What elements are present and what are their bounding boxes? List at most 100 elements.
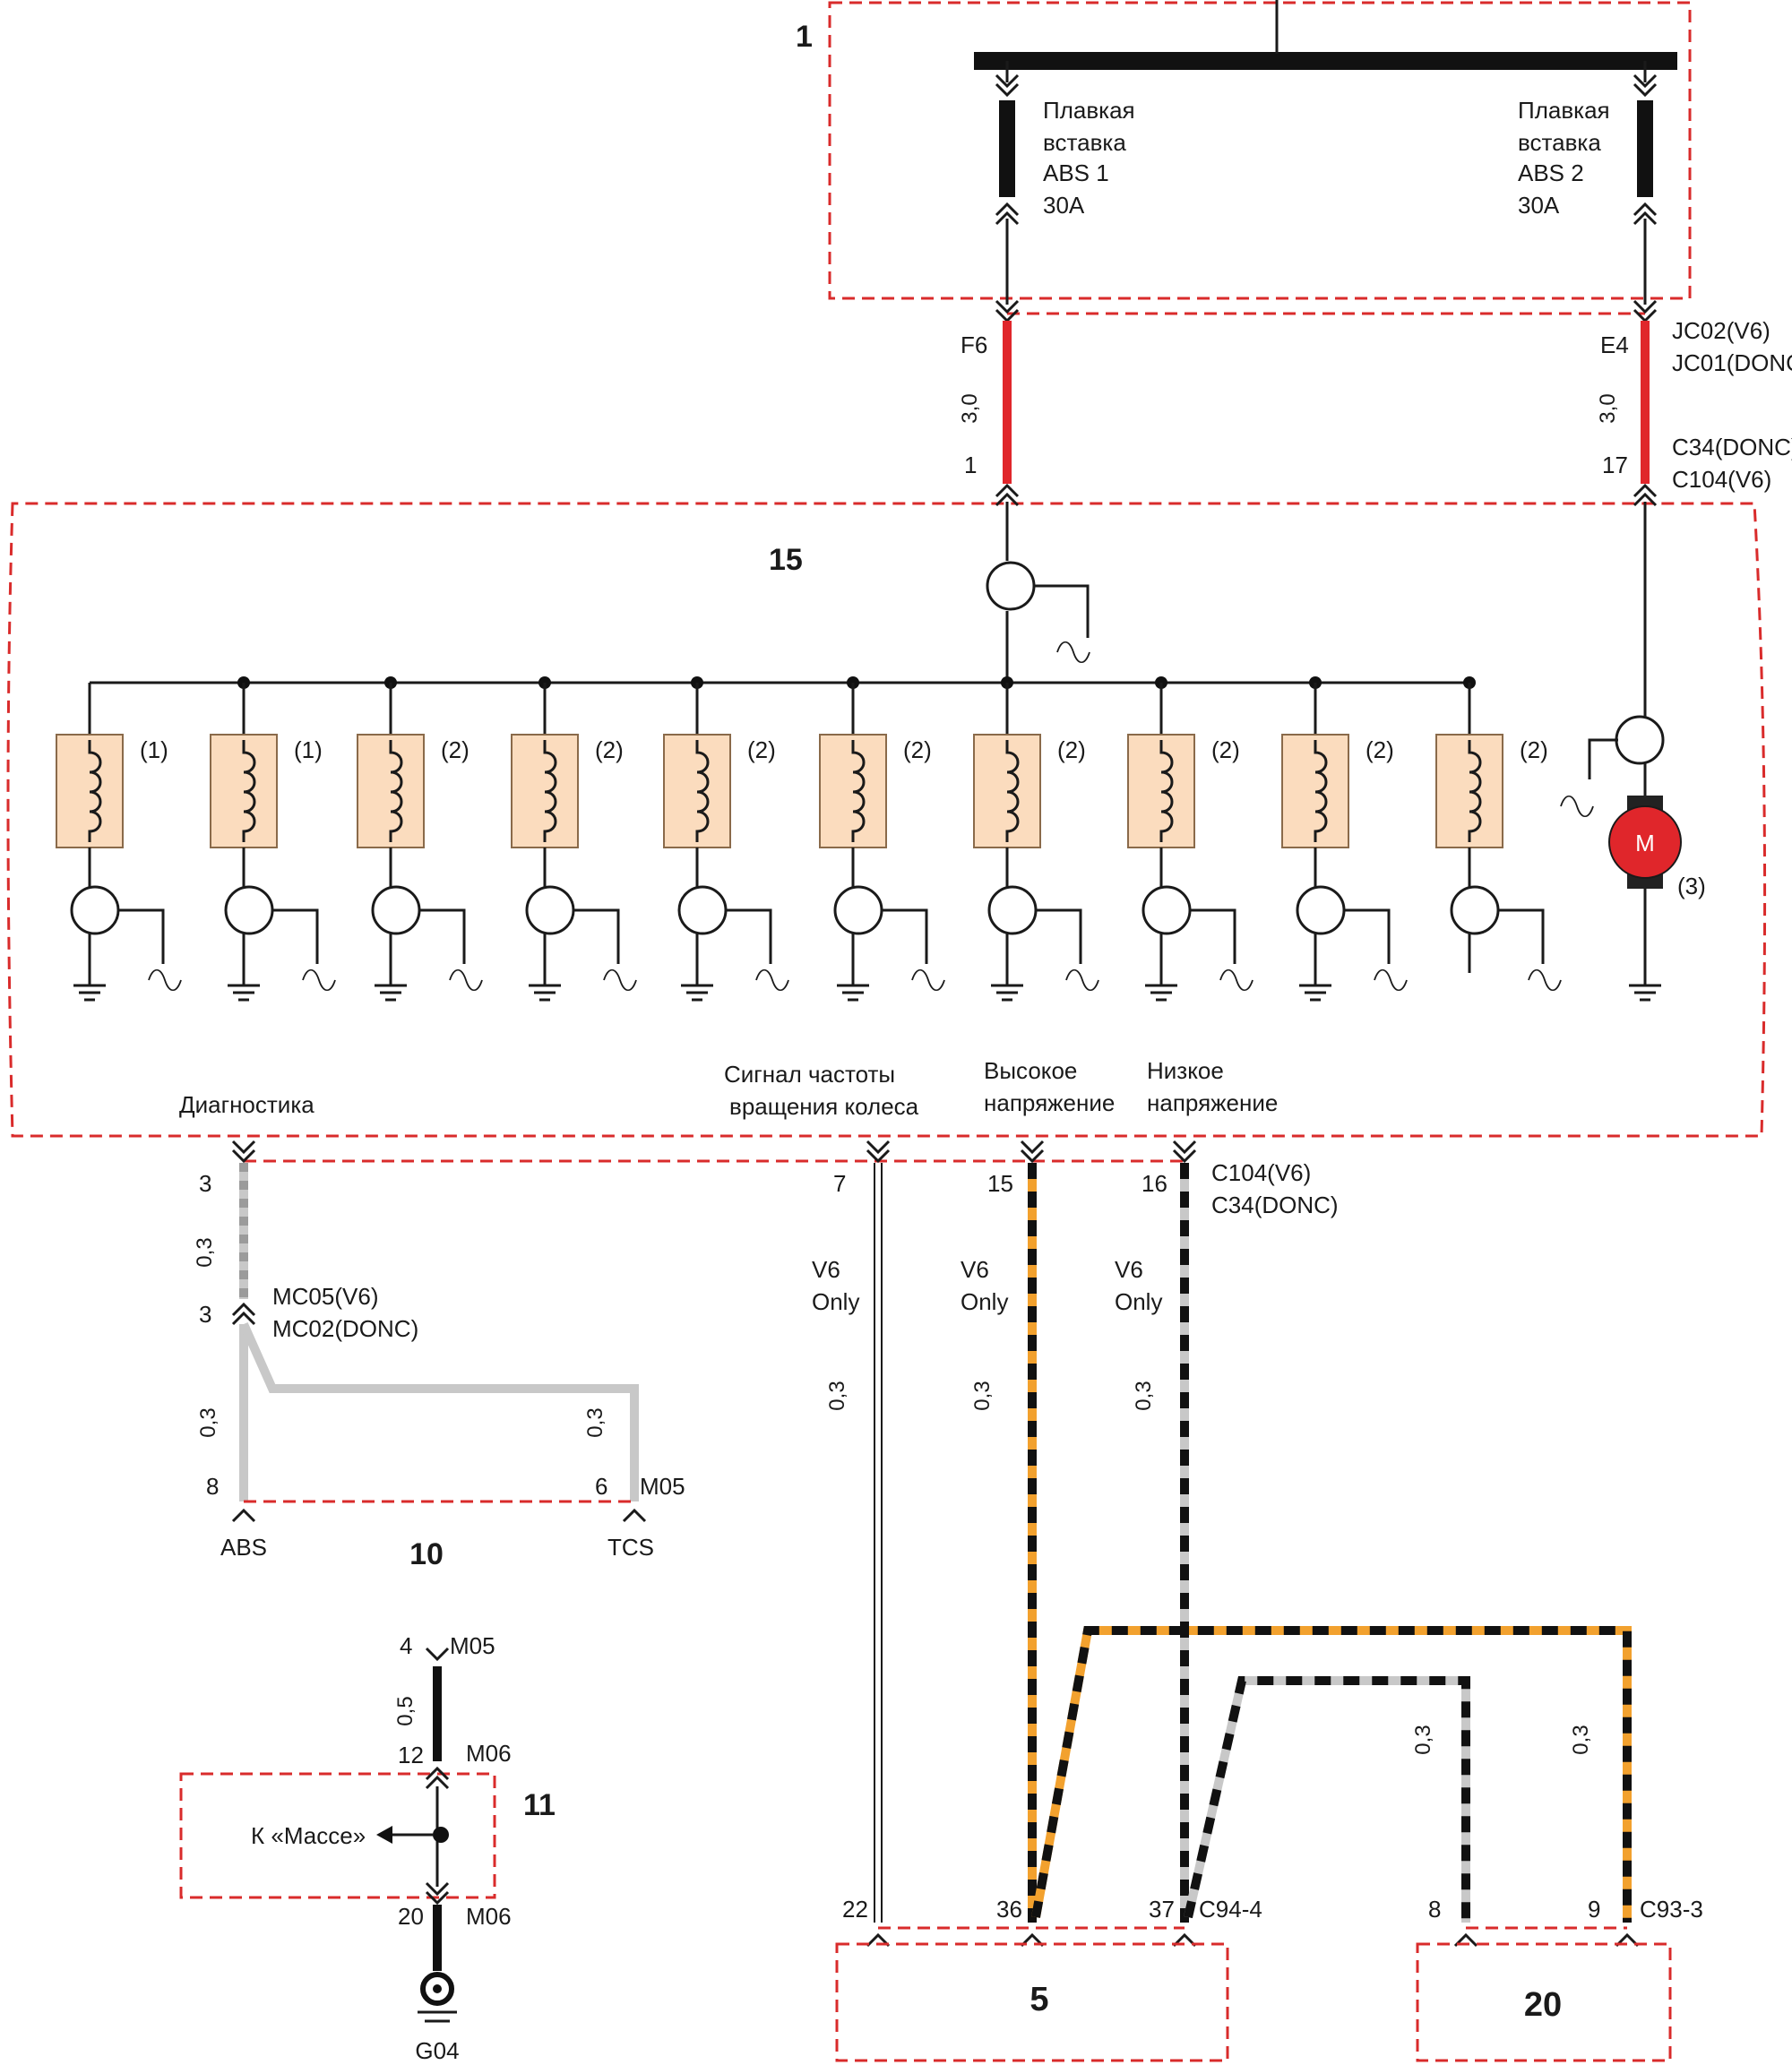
valve-ground-icon <box>527 971 563 1002</box>
ground-pin-bottom: 20 <box>398 1903 424 1930</box>
solenoid-valve: (2) <box>663 683 790 1002</box>
pump-motor-icon <box>1608 805 1682 879</box>
valve-control-signal-icon <box>301 968 337 992</box>
pin-37-label: 37 <box>1149 1896 1175 1923</box>
signal-high-voltage-label: Высокое напряжение <box>984 1057 1115 1116</box>
pin-f6-label: F6 <box>961 331 987 358</box>
pin-17-label: 17 <box>1602 452 1628 478</box>
solenoid-valve: (2) <box>819 683 946 1002</box>
diag-pin-mid: 3 <box>199 1301 211 1328</box>
wheel-speed-gauge: 0,3 <box>825 1381 849 1410</box>
valve-label: (2) <box>1520 736 1548 763</box>
valve-transistor-icon <box>371 885 421 935</box>
pin-9-label: 9 <box>1588 1896 1600 1923</box>
main-relay-transistor-icon <box>986 561 1036 611</box>
signal-diagnostics-label: Диагностика <box>179 1091 314 1118</box>
pin-3-connector-icon <box>231 1140 256 1163</box>
pin-16-label: 16 <box>1142 1170 1167 1197</box>
c93-connector-label: C93-3 <box>1640 1896 1703 1923</box>
valve-control-signal-icon <box>1373 968 1409 992</box>
valve-ground-icon <box>72 971 108 1002</box>
ground-conn-top: M05 <box>450 1632 495 1659</box>
block-5-label: 5 <box>1030 1981 1048 2018</box>
connector-c34-label: C34(DONC) C104(V6) <box>1672 434 1792 493</box>
abs-module-block-15 <box>6 502 1767 1138</box>
valve-ground-icon <box>679 971 715 1002</box>
ground-pin-mid: 12 <box>398 1742 424 1768</box>
valve-label: (2) <box>903 736 932 763</box>
ground-conn-bottom: M06 <box>466 1903 512 1930</box>
branch-gauge-8: 0,3 <box>1411 1725 1435 1754</box>
valve-label: (2) <box>595 736 624 763</box>
low-voltage-gauge: 0,3 <box>1132 1381 1156 1410</box>
abs-pin-icon <box>231 1509 256 1523</box>
control-signal-icon <box>1055 641 1091 664</box>
high-voltage-wire <box>1028 1163 1632 1923</box>
mc05-connector-label: MC05(V6) MC02(DONC) <box>272 1283 418 1342</box>
to-ground-label: К «Массе» <box>251 1822 366 1849</box>
valve-transistor-icon <box>525 885 575 935</box>
v6-only-label-2: V6 Only <box>961 1256 1008 1315</box>
valve-control-signal-icon <box>448 968 484 992</box>
to-ground-arrow-icon <box>376 1826 392 1844</box>
valve-transistor-icon <box>1296 885 1346 935</box>
valve-transistor-icon <box>987 885 1038 935</box>
block-20-label: 20 <box>1524 1986 1562 2024</box>
fuse-abs2-label: Плавкая вставка ABS 2 30A <box>1518 97 1616 219</box>
v6-only-label-3: V6 Only <box>1115 1256 1162 1315</box>
wire-gauge-right: 3,0 <box>1596 393 1620 423</box>
diag-gauge-top: 0,3 <box>193 1237 217 1267</box>
c104-connector-label: C104(V6) C34(DONC) <box>1211 1159 1339 1218</box>
valve-label: (2) <box>1366 736 1394 763</box>
fuse-abs1-label: Плавкая вставка ABS 1 30A <box>1043 97 1142 219</box>
solenoid-valve: (2) <box>357 683 484 1002</box>
pin-7-label: 7 <box>833 1170 846 1197</box>
pin-15-connector-icon <box>1020 1140 1045 1163</box>
valve-label: (2) <box>747 736 776 763</box>
connector-jc-label: JC02(V6) JC01(DONC) <box>1672 317 1792 376</box>
diag-pin-tcs: 6 <box>595 1473 607 1500</box>
block-11-label: 11 <box>523 1788 556 1822</box>
solenoid-valve: (2) <box>1435 683 1563 992</box>
diag-wire-tcs <box>239 1321 639 1501</box>
pin-1-label: 1 <box>964 452 977 478</box>
tcs-pin-icon <box>622 1509 647 1523</box>
valve-label: (1) <box>294 736 323 763</box>
branch-gauge-9: 0,3 <box>1569 1725 1593 1754</box>
solenoid-valve: (2) <box>973 683 1100 1002</box>
block-15-label: 15 <box>769 543 803 577</box>
pin-16-connector-icon <box>1172 1140 1197 1163</box>
fuse-box-block-1 <box>828 1 1692 300</box>
valve-label: (2) <box>1211 736 1240 763</box>
valve-control-signal-icon <box>147 968 183 992</box>
valve-transistor-icon <box>1450 885 1500 935</box>
m05-pin-4-icon <box>425 1647 450 1661</box>
block-5 <box>835 1942 1229 2062</box>
diag-gauge-left: 0,3 <box>196 1407 220 1437</box>
ground-block-11 <box>179 1772 496 1899</box>
ground-pin-top: 4 <box>400 1632 412 1659</box>
valve-control-signal-icon <box>754 968 790 992</box>
valve-label: (2) <box>1057 736 1086 763</box>
fuse-abs1-icon <box>999 100 1015 197</box>
valve-control-signal-icon <box>910 968 946 992</box>
ground-junction <box>433 1827 449 1843</box>
signal-wheel-speed-label: Сигнал частоты вращения колеса <box>724 1061 919 1120</box>
motor-control-signal-icon <box>1559 795 1595 818</box>
fuse-abs2-icon <box>1637 100 1653 197</box>
low-voltage-wire <box>1180 1163 1470 1923</box>
high-voltage-gauge: 0,3 <box>970 1381 995 1410</box>
m06-pin-12-icon <box>425 1767 450 1790</box>
c94-connector-label: C94-4 <box>1199 1896 1262 1923</box>
solenoid-valve: (1) <box>210 683 337 1002</box>
motor-label: (3) <box>1677 873 1706 899</box>
m05-connector-label: M05 <box>640 1473 685 1500</box>
diag-pin-abs: 8 <box>206 1473 219 1500</box>
ground-conn-mid: M06 <box>466 1740 512 1767</box>
valve-control-signal-icon <box>1064 968 1100 992</box>
solenoid-valve: (2) <box>511 683 638 1002</box>
valve-ground-icon <box>373 971 409 1002</box>
motor-ground-icon <box>1627 971 1663 1002</box>
solenoid-valves: (1)(1)(2)(2)(2)(2)(2)(2)(2)(2) <box>56 683 1563 1002</box>
